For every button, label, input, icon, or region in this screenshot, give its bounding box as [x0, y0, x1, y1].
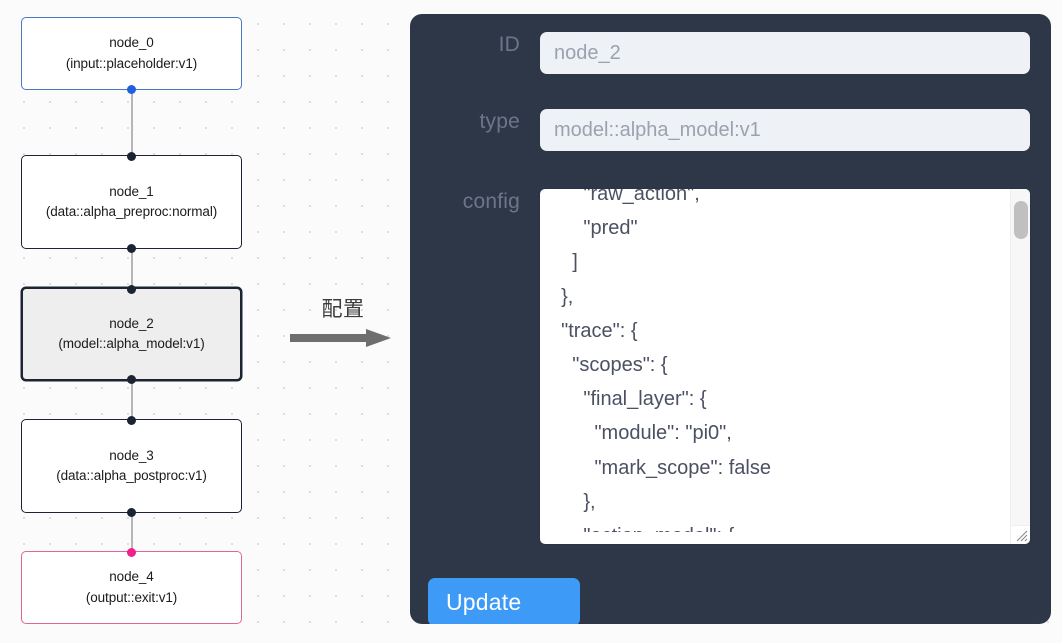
- graph-node-node_4[interactable]: node_4 (output::exit:v1): [21, 547, 242, 624]
- config-field-row: config "raw_action", "pred" ] }, "trace"…: [428, 189, 1030, 544]
- node-handle-target[interactable]: [127, 284, 136, 294]
- node-subtitle: (model::alpha_model:v1): [58, 336, 205, 351]
- node-title: node_1: [109, 183, 154, 199]
- graph-node-node_1[interactable]: node_1 (data::alpha_preproc:normal): [21, 151, 242, 253]
- edge-node3-node4: [131, 513, 133, 552]
- id-field-label: ID: [498, 33, 520, 56]
- node-handle-source[interactable]: [127, 84, 136, 94]
- node-config-panel: ID type config "raw_action", "pred" ] },…: [410, 14, 1051, 624]
- update-button[interactable]: Update: [428, 578, 580, 624]
- node-title: node_2: [109, 315, 154, 331]
- node-subtitle: (data::alpha_postproc:v1): [56, 468, 207, 483]
- resize-handle-icon[interactable]: [1010, 525, 1030, 544]
- node-handle-target[interactable]: [127, 547, 136, 557]
- id-field-row: ID: [428, 32, 1030, 74]
- config-field-label: config: [462, 190, 520, 213]
- node-title: node_3: [109, 447, 154, 463]
- node-subtitle: (output::exit:v1): [85, 589, 178, 605]
- node-handle-source[interactable]: [127, 374, 136, 384]
- node-subtitle: (input::placeholder:v1): [65, 55, 198, 71]
- type-field-label: type: [479, 110, 520, 133]
- type-field-row: type: [428, 109, 1030, 151]
- graph-node-node_3[interactable]: node_3 (data::alpha_postproc:v1): [21, 415, 242, 517]
- node-title: node_4: [109, 569, 154, 584]
- edge-node0-node1: [131, 90, 133, 156]
- config-textarea-wrapper[interactable]: "raw_action", "pred" ] }, "trace": { "sc…: [540, 189, 1030, 544]
- node-handle-source[interactable]: [127, 243, 136, 253]
- id-input[interactable]: [540, 32, 1030, 74]
- scrollbar-thumb[interactable]: [1014, 201, 1028, 239]
- annotation-group: 配置: [290, 296, 396, 347]
- node-subtitle: (data::alpha_preproc:normal): [45, 204, 218, 219]
- edge-node1-node2: [131, 249, 133, 288]
- node-handle-target[interactable]: [127, 151, 136, 161]
- node-title: node_0: [109, 35, 154, 50]
- node-handle-source[interactable]: [127, 507, 136, 517]
- type-input[interactable]: [540, 109, 1030, 151]
- graph-node-node_2[interactable]: node_2 (model::alpha_model:v1): [21, 284, 242, 384]
- annotation-label: 配置: [321, 297, 365, 321]
- edge-node2-node3: [131, 381, 133, 420]
- node-handle-target[interactable]: [127, 415, 136, 425]
- config-textarea[interactable]: "raw_action", "pred" ] }, "trace": { "sc…: [561, 189, 771, 532]
- graph-node-node_0[interactable]: node_0 (input::placeholder:v1): [21, 17, 242, 94]
- right-arrow-icon: [290, 329, 396, 347]
- config-textarea-scrollbar[interactable]: [1010, 189, 1030, 525]
